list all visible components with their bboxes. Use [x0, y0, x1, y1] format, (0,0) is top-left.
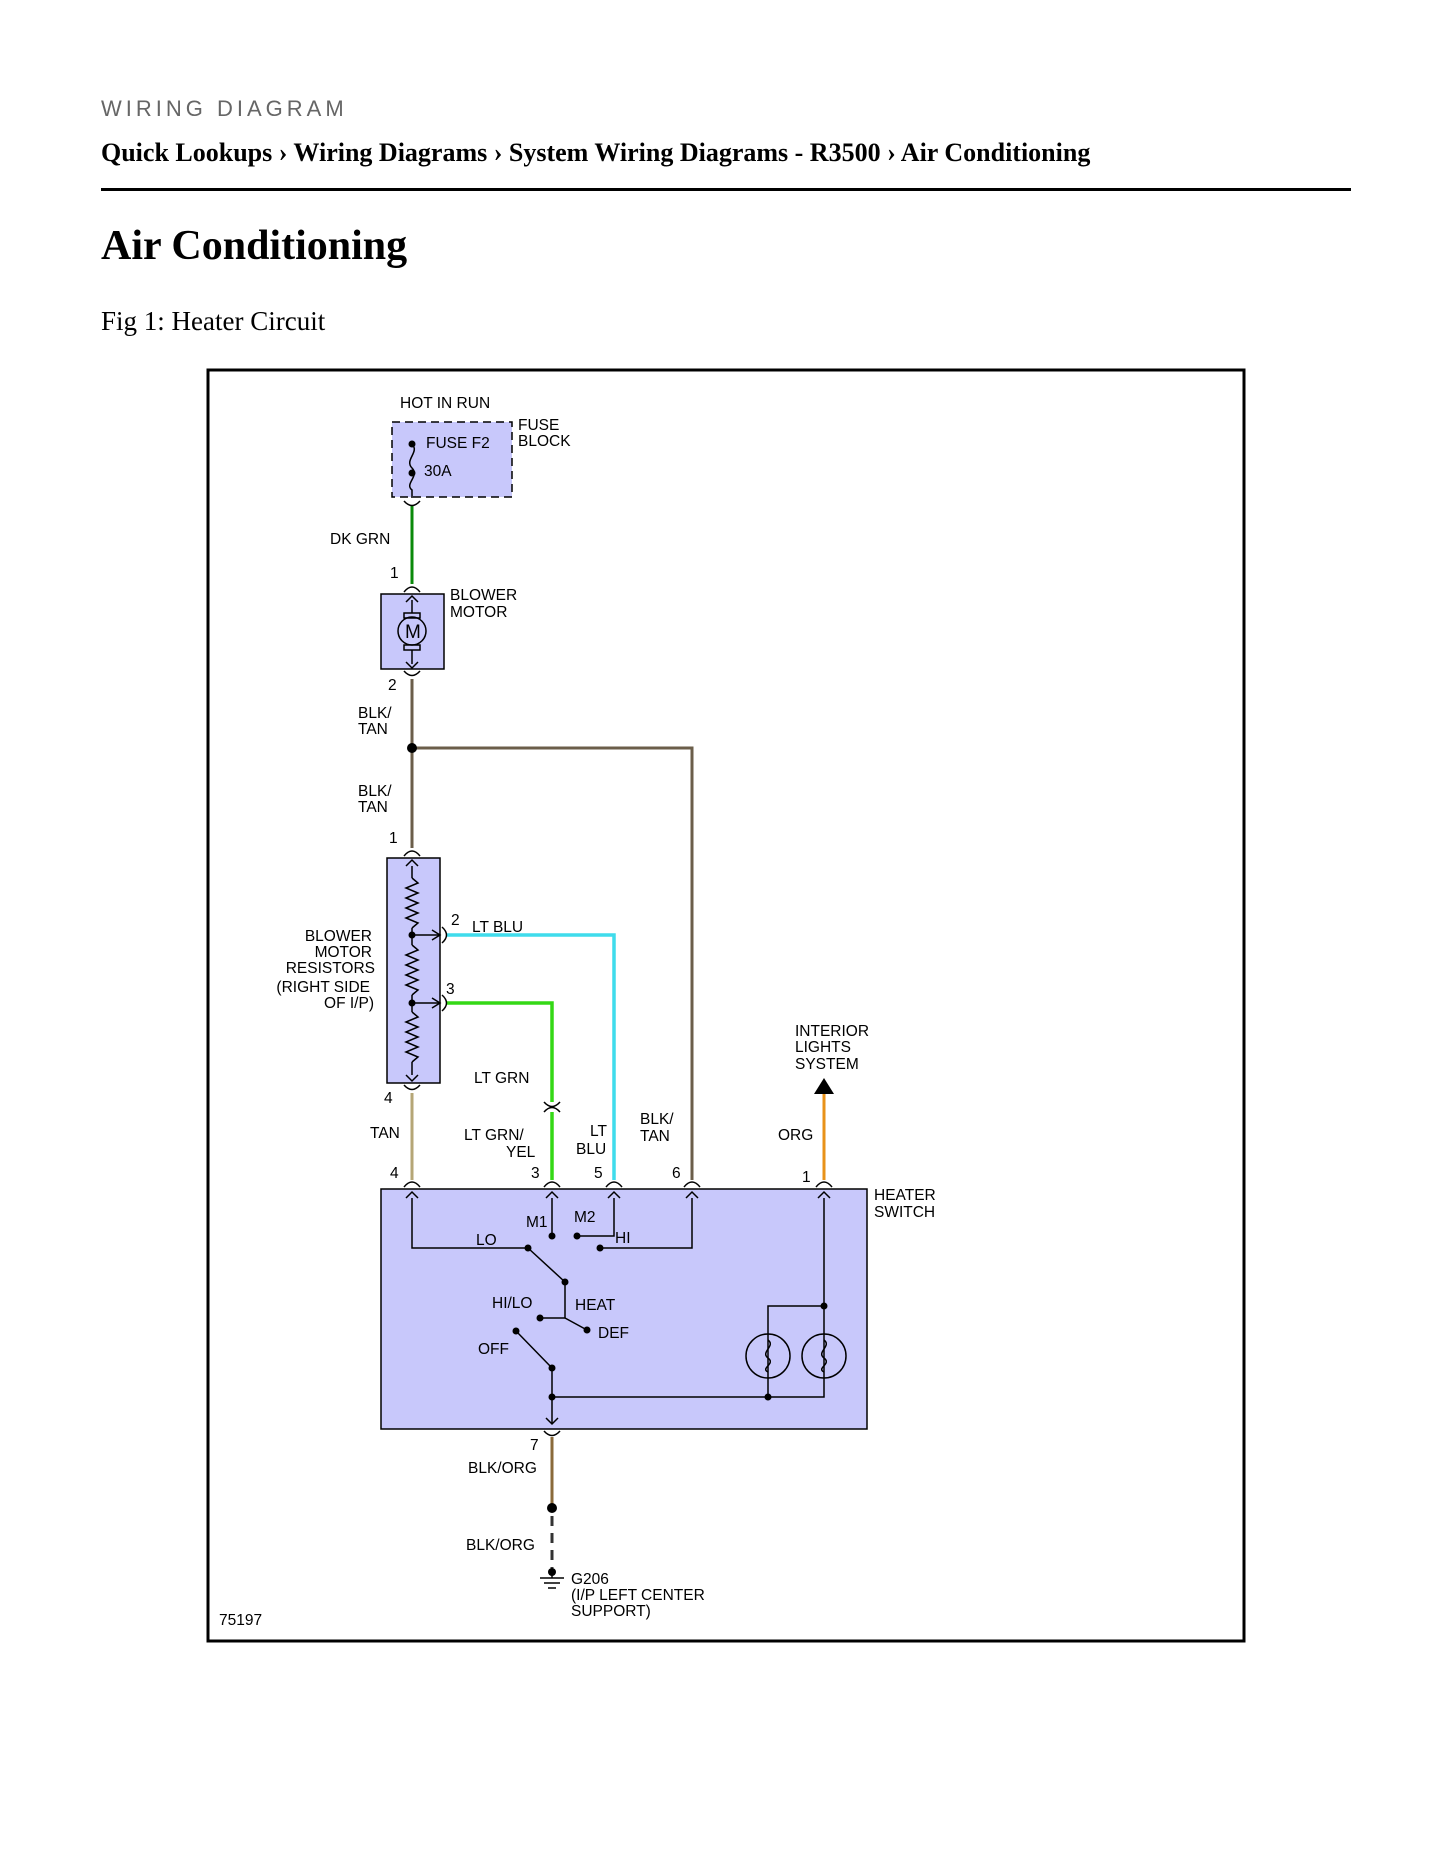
blk-tan-label-c: TAN [640, 1128, 670, 1145]
wire-blk-tan-branch [412, 746, 694, 1180]
blk-tan-label-b: BLK/ [358, 783, 392, 800]
connector-symbols [403, 500, 833, 1437]
blower-motor-pin-2: 2 [388, 677, 397, 694]
blk-tan-label-a: BLK/ [358, 705, 392, 722]
interior-lights-label: SYSTEM [795, 1056, 859, 1073]
blower-motor-label: BLOWER [450, 587, 517, 604]
resistors-label: BLOWER [305, 928, 372, 945]
resistors-label: MOTOR [315, 944, 372, 961]
fuse-terminal-bottom [408, 469, 416, 477]
resistor-pin-4: 4 [384, 1090, 393, 1107]
fuse-block-label: BLOCK [518, 433, 571, 450]
heater-switch-pin-4: 4 [390, 1165, 399, 1182]
page-title: Air Conditioning [101, 223, 408, 269]
switch-m1-label: M1 [526, 1214, 548, 1231]
switch-m2-label: M2 [574, 1209, 596, 1226]
blk-tan-label-a: TAN [358, 721, 388, 738]
header-divider [101, 188, 1351, 191]
ground-location-label: SUPPORT) [571, 1603, 651, 1620]
interior-lights-arrow [814, 1078, 834, 1094]
heater-switch-pin-7: 7 [530, 1437, 539, 1454]
org-label: ORG [778, 1127, 813, 1144]
blk-org-label-2: BLK/ORG [466, 1537, 535, 1554]
lt-grn-yel-label: YEL [506, 1144, 536, 1161]
resistor-pin-2: 2 [451, 912, 460, 929]
interior-lights-label: LIGHTS [795, 1039, 851, 1056]
resistor-pin-3: 3 [446, 981, 455, 998]
switch-hilo-label: HI/LO [492, 1295, 532, 1312]
resistor-tap-2 [408, 931, 416, 939]
switch-heat-label: HEAT [575, 1297, 616, 1314]
heater-switch-pin-6: 6 [672, 1165, 681, 1182]
blk-org-label-1: BLK/ORG [468, 1460, 537, 1477]
heater-circuit-diagram: HOT IN RUN FUSE BLOCK FUSE F2 30A DK GRN… [206, 368, 1246, 1643]
heater-switch-box [380, 1188, 868, 1430]
fuse-block-box [391, 421, 513, 498]
splice-blk-org [547, 1503, 557, 1513]
resistor-tap-3 [408, 999, 416, 1007]
switch-hi-label: HI [615, 1230, 631, 1247]
tan-label: TAN [370, 1125, 400, 1142]
heater-switch-internals [411, 1198, 847, 1424]
lt-blu-label-2: BLU [576, 1141, 606, 1158]
lt-blu-label: LT BLU [472, 919, 523, 936]
blower-motor-pin-1: 1 [390, 565, 399, 582]
ground-point [548, 1568, 556, 1576]
ground-location-label: (I/P LEFT CENTER [571, 1587, 705, 1604]
fuse-name-label: FUSE F2 [426, 435, 490, 452]
fuse-terminal-top [408, 440, 416, 448]
section-eyebrow: WIRING DIAGRAM [101, 96, 348, 121]
motor-symbol [397, 600, 427, 664]
switch-contacts [512, 1232, 828, 1401]
switch-def-label: DEF [598, 1325, 629, 1342]
resistors-label: OF I/P) [324, 995, 374, 1012]
interior-lights-label: INTERIOR [795, 1023, 869, 1040]
heater-switch-pin-5: 5 [594, 1165, 603, 1182]
connector-arrows [405, 594, 831, 1426]
switch-lo-label: LO [476, 1232, 497, 1249]
switch-off-label: OFF [478, 1341, 509, 1358]
fuse-block-label: FUSE [518, 417, 559, 434]
figure-caption: Fig 1: Heater Circuit [101, 306, 326, 336]
resistors-label: (RIGHT SIDE [276, 979, 370, 996]
diagram-frame [206, 368, 1246, 1643]
lt-grn-label: LT GRN [474, 1070, 529, 1087]
blk-tan-label-c: BLK/ [640, 1111, 674, 1128]
wire-lt-grn [447, 1001, 554, 1102]
heater-switch-label: SWITCH [874, 1204, 935, 1221]
wire-lt-blu [447, 933, 616, 1180]
lt-blu-label-2: LT [590, 1123, 607, 1140]
heater-switch-pin-3: 3 [531, 1165, 540, 1182]
resistors-label: RESISTORS [286, 960, 375, 977]
hot-in-run-label: HOT IN RUN [400, 395, 490, 412]
splice-blk-tan [407, 743, 417, 753]
blower-motor-label: MOTOR [450, 604, 507, 621]
lt-grn-yel-label: LT GRN/ [464, 1127, 524, 1144]
heater-switch-label: HEATER [874, 1187, 936, 1204]
fuse-f2-symbol [409, 443, 415, 498]
dk-grn-label: DK GRN [330, 531, 390, 548]
resistor-coils [404, 866, 442, 1075]
blk-tan-label-b: TAN [358, 799, 388, 816]
breadcrumb[interactable]: Quick Lookups › Wiring Diagrams › System… [101, 138, 1091, 167]
heater-switch-pin-1: 1 [802, 1169, 811, 1186]
fuse-rating-label: 30A [424, 463, 452, 480]
diagram-id-label: 75197 [219, 1612, 262, 1629]
resistor-pin-1: 1 [389, 830, 398, 847]
motor-m-label: M [405, 622, 421, 643]
ground-label: G206 [571, 1571, 609, 1588]
